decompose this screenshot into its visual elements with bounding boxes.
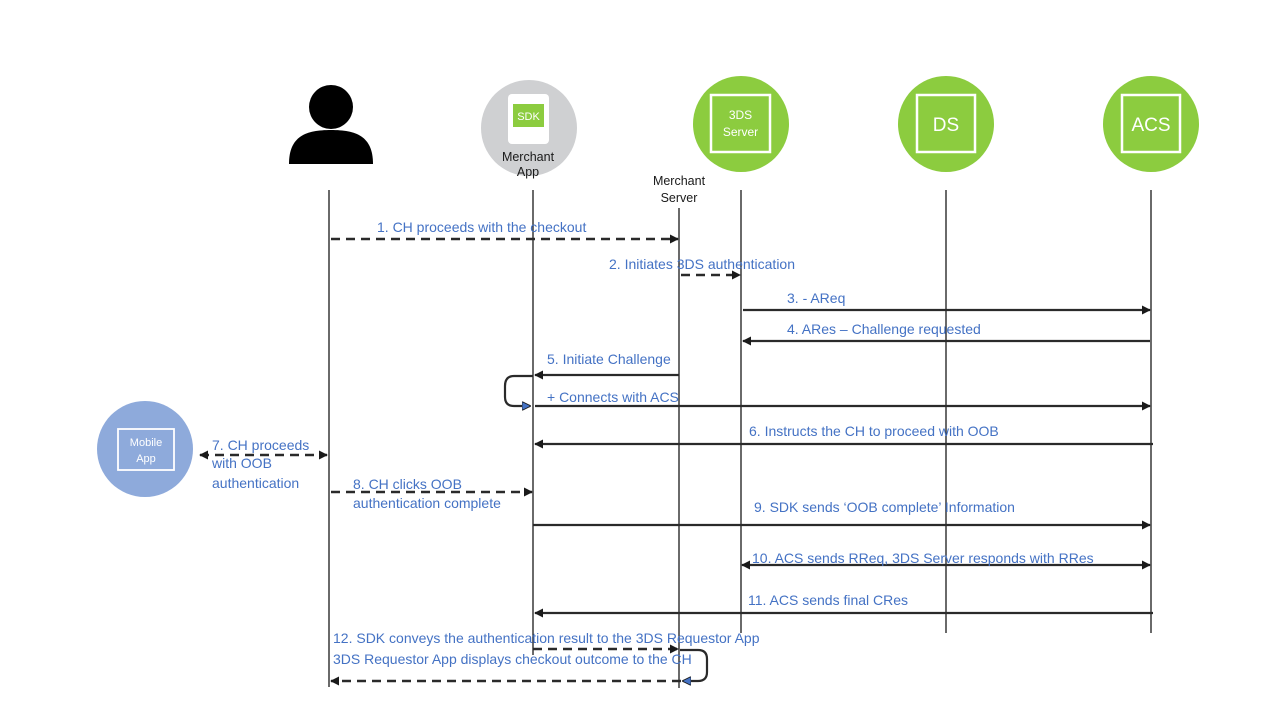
message-8-line2: authentication complete [353,495,501,511]
message-6: 6. Instructs the CH to proceed with OOB [749,423,999,439]
server-box-icon [709,93,772,154]
message-10: 10. ACS sends RReq, 3DS Server responds … [752,550,1094,566]
sdk-badge [513,104,544,127]
message-4: 4. ARes – Challenge requested [787,321,981,337]
acs-box-icon [1120,93,1182,154]
merchant-server-participant: Merchant Server [653,174,706,205]
message-2: 2. Initiates 3DS authentication [609,256,795,272]
message-9: 9. SDK sends ‘OOB complete’ Information [754,499,1015,515]
mobile-app-label-1: Mobile [130,437,162,449]
message-12-line1: 12. SDK conveys the authentication resul… [333,630,760,646]
message-12-line2: 3DS Requestor App displays checkout outc… [333,651,692,667]
arrow-5b-loop [503,374,533,406]
ds-box-icon [915,93,977,154]
mobile-app-label-2: App [136,453,156,465]
message-7-line3: authentication [212,475,299,491]
merchant-app-label-1: Merchant [502,150,555,164]
threeds-server-participant: 3DS Server [693,76,789,172]
merchant-server-label-2: Server [661,191,698,205]
threeds-label-2: Server [723,125,758,139]
message-7-line2: with OOB [211,455,272,471]
mobile-app-participant: Mobile App [97,401,193,497]
acs-label: ACS [1131,115,1170,136]
merchant-server-label-1: Merchant [653,174,706,188]
ds-label: DS [933,115,959,136]
merchant-app-label-2: App [517,165,539,179]
message-11: 11. ACS sends final CRes [748,592,908,608]
message-5b: + Connects with ACS [547,389,679,405]
cardholder-person-icon [289,85,373,164]
message-8-line1: 8. CH clicks OOB [353,476,462,492]
ds-participant: DS [898,76,994,172]
threeds-label-1: 3DS [729,108,752,122]
message-7-line1: 7. CH proceeds [212,437,309,453]
acs-participant: ACS [1103,76,1199,172]
message-1: 1. CH proceeds with the checkout [377,219,586,235]
mobile-box-icon [117,428,175,471]
arrow-12-loop [680,648,709,681]
message-3: 3. - AReq [787,290,845,306]
sdk-label: SDK [517,111,540,123]
merchant-app-participant: SDK Merchant App [481,80,577,179]
message-5: 5. Initiate Challenge [547,351,671,367]
